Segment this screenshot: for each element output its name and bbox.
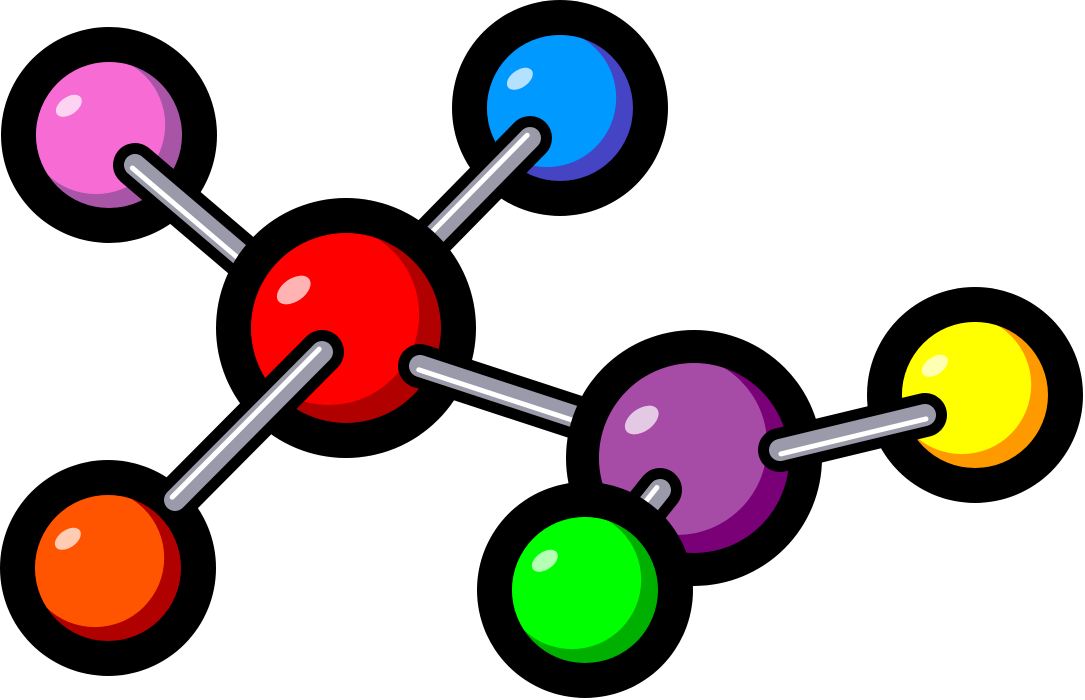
atom-orange [0,460,216,676]
atom-highlight [276,275,311,305]
bond-red-purple [398,344,622,447]
atom-body [512,517,642,650]
atom-highlight [531,549,558,572]
atom-highlight [506,67,533,90]
bond-purple-yellow [758,393,947,472]
atom-highlight [624,405,659,435]
atom-green [477,482,693,698]
atom-body [35,495,165,628]
atom-body [599,363,768,535]
atom-highlight [54,527,81,550]
atom-highlight [921,354,948,377]
bond-blue-red [398,116,552,272]
atom-yellow [867,287,1083,503]
bond-red-orange [153,330,344,522]
atom-highlight [55,94,82,117]
